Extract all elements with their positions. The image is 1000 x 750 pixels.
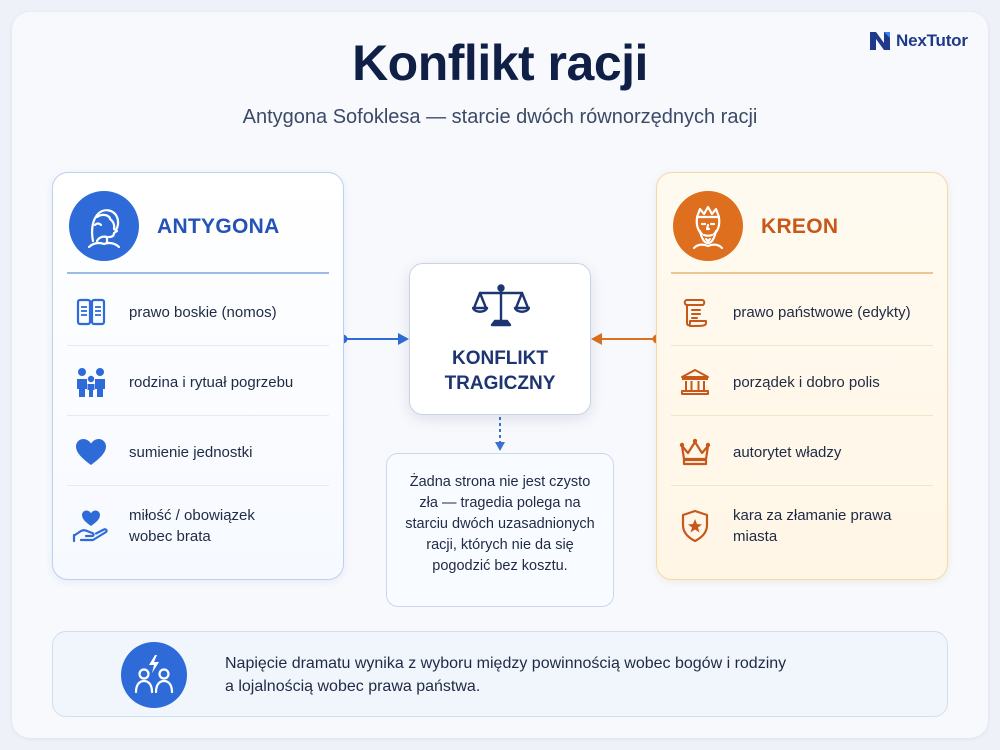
right-arrow-head: [591, 333, 602, 345]
scroll-icon: [671, 296, 719, 328]
kreon-item-2-label: porządek i dobro polis: [733, 373, 880, 391]
shield-icon: [671, 509, 719, 543]
down-arrow-head: [495, 442, 505, 451]
antygona-item-3-label: sumienie jednostki: [129, 443, 253, 461]
divider: [671, 485, 933, 486]
temple-icon: [671, 367, 719, 397]
antygona-title-divider: [67, 272, 329, 274]
antygona-card: ANTYGONA prawo boskie (nomos): [52, 172, 344, 580]
kreon-title: KREON: [761, 215, 839, 238]
divider: [67, 485, 329, 486]
kreon-item-1: prawo państwowe (edykty): [671, 277, 933, 347]
antygona-item-2-label: rodzina i rytuał pogrzebu: [129, 373, 294, 391]
divider: [67, 345, 329, 346]
tragic-conflict-line2: TRAGICZNY: [444, 373, 556, 394]
kreon-title-divider: [671, 272, 933, 274]
summary-line1: Napięcie dramatu wynika z wyboru między …: [225, 655, 787, 672]
note-box: Żadna strona nie jest czysto zła — trage…: [386, 453, 614, 607]
kreon-item-2: porządek i dobro polis: [671, 347, 933, 417]
antygona-item-4: miłość / obowiązek wobec brata: [67, 491, 329, 561]
tragic-conflict-title: KONFLIKT TRAGICZNY: [410, 346, 590, 396]
kreon-item-4: kara za złamanie prawa miasta: [671, 491, 933, 561]
kreon-item-4-line2: miasta: [733, 528, 778, 545]
nextutor-logo-icon: [870, 32, 890, 50]
antygona-title: ANTYGONA: [157, 215, 280, 238]
kreon-item-4-label: kara za złamanie prawa miasta: [733, 505, 891, 547]
summary-line2: a lojalnością wobec prawa państwa.: [225, 678, 481, 695]
kreon-portrait-icon: [692, 205, 724, 250]
scales-icon: [472, 284, 530, 327]
kreon-item-1-label: prawo państwowe (edykty): [733, 303, 911, 321]
conflict-people-icon: [121, 642, 187, 708]
antygona-item-1-label: prawo boskie (nomos): [129, 303, 277, 321]
heart-icon: [67, 438, 115, 466]
heart-hand-icon: [67, 508, 115, 544]
page-subtitle: Antygona Sofoklesa — starcie dwóch równo…: [242, 106, 758, 128]
summary-banner: Napięcie dramatu wynika z wyboru między …: [52, 631, 948, 717]
divider: [67, 415, 329, 416]
kreon-avatar: [673, 191, 743, 261]
antygona-item-4-label: miłość / obowiązek wobec brata: [129, 505, 255, 547]
antygona-avatar: [69, 191, 139, 261]
kreon-card: KREON prawo państwowe (edykty): [656, 172, 948, 580]
antygona-item-3: sumienie jednostki: [67, 417, 329, 487]
page-title: Konflikt racji: [352, 35, 648, 91]
antygona-item-4-line1: miłość / obowiązek: [129, 507, 255, 524]
left-arrow-head: [398, 333, 409, 345]
brand-name: NexTutor: [896, 31, 968, 50]
kreon-item-3: autorytet władzy: [671, 417, 933, 487]
book-icon: [67, 297, 115, 327]
divider: [671, 345, 933, 346]
tragic-conflict-box: KONFLIKT TRAGICZNY: [409, 263, 591, 415]
divider: [671, 415, 933, 416]
antygona-portrait-icon: [87, 209, 121, 249]
antygona-item-2: rodzina i rytuał pogrzebu: [67, 347, 329, 417]
family-icon: [67, 366, 115, 398]
kreon-item-3-label: autorytet władzy: [733, 443, 842, 461]
antygona-item-4-line2: wobec brata: [129, 528, 211, 545]
antygona-item-1: prawo boskie (nomos): [67, 277, 329, 347]
summary-text: Napięcie dramatu wynika z wyboru między …: [225, 652, 925, 698]
kreon-item-4-line1: kara za złamanie prawa: [733, 507, 892, 524]
tragic-conflict-line1: KONFLIKT: [451, 348, 549, 369]
crown-icon: [671, 438, 719, 466]
brand-logo: NexTutor: [868, 28, 968, 54]
